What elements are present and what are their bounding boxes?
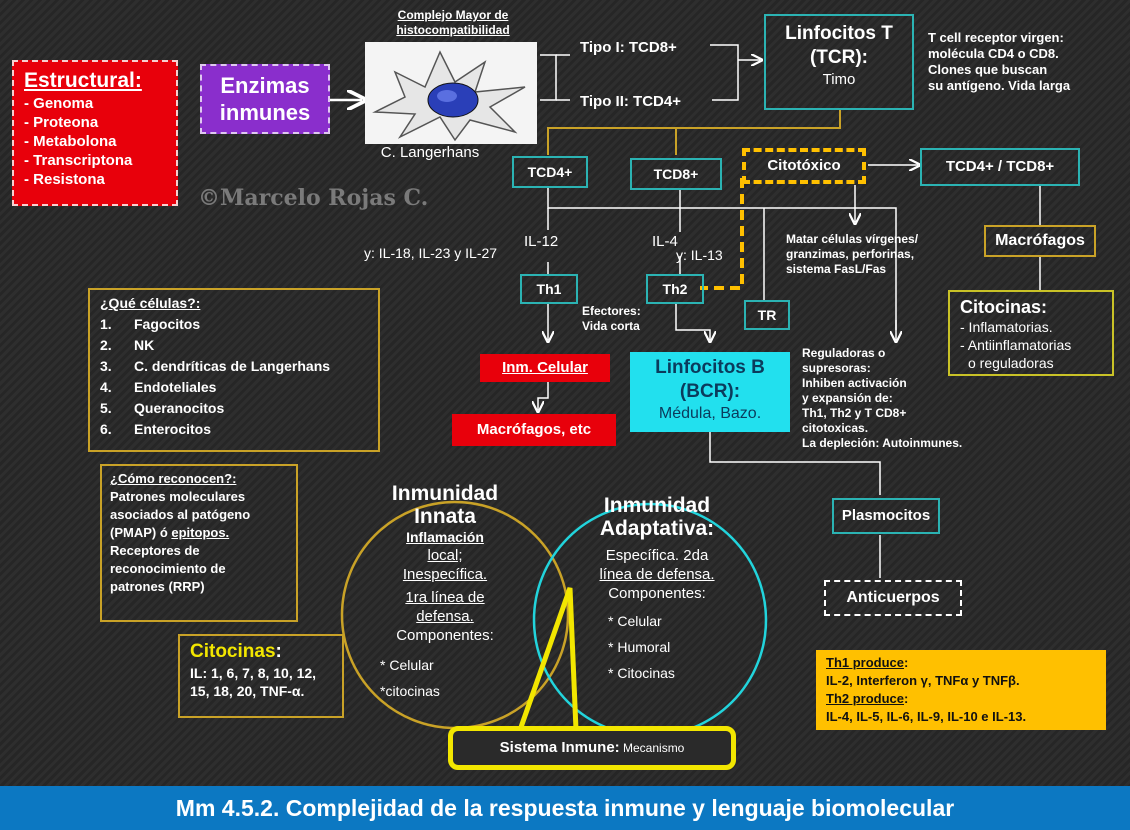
adaptativa-text: Inmunidad Adaptativa: Específica. 2da lí… (599, 494, 715, 602)
estructural-title: Estructural: (24, 69, 142, 92)
linfocitos-b-box: Linfocitos B (BCR): Médula, Bazo. (630, 352, 790, 432)
sistema-inmune-callout: Sistema Inmune: Mecanismo (448, 726, 736, 770)
tcd4-box: TCD4+ (512, 156, 588, 188)
que-celulas-box: ¿Qué células?: 1.Fagocitos 2.NK 3.C. den… (88, 288, 380, 452)
tipo2-label: Tipo II: TCD4+ (580, 93, 681, 110)
innata-citocinas: *citocinas (380, 683, 440, 699)
th-produce-box: Th1 produce: IL-2, Interferon γ, TNFα y … (816, 650, 1106, 730)
innata-text: Inmunidad Innata Inflamación local; Ines… (391, 482, 499, 644)
macrofagos-etc-box: Macrófagos, etc (452, 414, 616, 446)
langerhans-cell-image (365, 42, 537, 144)
tr-box: TR (744, 300, 790, 330)
th1-box: Th1 (520, 274, 578, 304)
efectores-note: Efectores:Vida corta (582, 304, 641, 333)
citotoxico-box: Citotóxico (742, 148, 866, 184)
il18-label: y: IL-18, IL-23 y IL-27 (364, 245, 498, 261)
langerhans-label: C. Langerhans (380, 144, 480, 161)
caption-text: Mm 4.5.2. Complejidad de la respuesta in… (175, 795, 955, 821)
estructural-item: - Genoma (24, 95, 94, 112)
tcd8-box: TCD8+ (630, 158, 722, 190)
como-reconocen-box: ¿Cómo reconocen?: Patrones moleculares a… (100, 464, 298, 622)
linfocitos-t-box: Linfocitos T (TCR): Timo (764, 14, 914, 110)
inm-celular-box: Inm. Celular (480, 354, 610, 382)
estructural-item: - Resistona (24, 171, 105, 188)
macrofagos-box: Macrófagos (984, 225, 1096, 257)
adaptativa-humoral: * Humoral (608, 639, 671, 655)
tcd4-tcd8-box: TCD4+ / TCD8+ (920, 148, 1080, 186)
anticuerpos-box: Anticuerpos (824, 580, 962, 616)
citocinas-right-box: Citocinas: - Inflamatorias. - Antiinflam… (948, 290, 1114, 376)
il13-label: y: IL-13 (676, 247, 723, 263)
estructural-item: - Metabolona (24, 133, 117, 150)
estructural-item: - Transcriptona (24, 152, 133, 169)
estructural-list: - Genoma - Proteona - Metabolona - Trans… (24, 94, 166, 189)
estructural-box: Estructural: - Genoma - Proteona - Metab… (12, 60, 178, 206)
matar-note: Matar células vírgenes/granzimas, perfor… (786, 232, 919, 276)
citocinas-left-box: Citocinas: IL: 1, 6, 7, 8, 10, 12, 15, 1… (178, 634, 344, 718)
estructural-item: - Proteona (24, 114, 99, 131)
th2-box: Th2 (646, 274, 704, 304)
adaptativa-citocinas: * Citocinas (608, 665, 675, 681)
adaptativa-celular: * Celular (608, 613, 662, 629)
watermark: ©Marcelo Rojas C. (198, 185, 429, 211)
tcell-receptor-note: T cell receptor virgen:molécula CD4 o CD… (928, 30, 1071, 93)
innata-celular: * Celular (380, 657, 434, 673)
tipo1-label: Tipo I: TCD8+ (580, 39, 677, 56)
plasmocitos-box: Plasmocitos (832, 498, 940, 534)
il4-label: IL-4 (652, 233, 678, 250)
il12-label: IL-12 (524, 233, 559, 250)
caption-bar: Mm 4.5.2. Complejidad de la respuesta in… (0, 786, 1130, 830)
